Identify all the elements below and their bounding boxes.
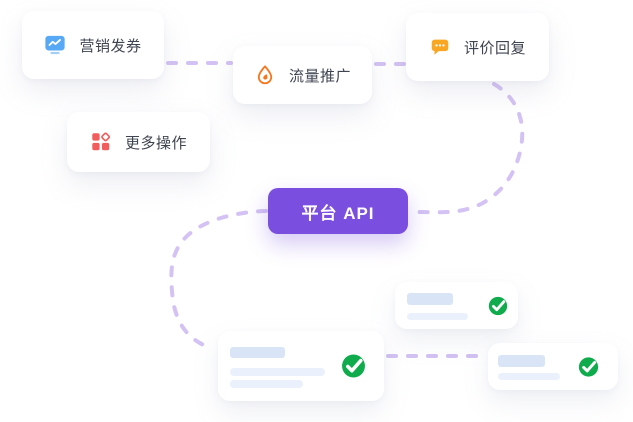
feature-card-label: 营销发券	[79, 37, 142, 55]
connector-api-result	[169, 209, 268, 351]
feature-card-label: 更多操作	[124, 134, 187, 152]
chat-dots-icon	[429, 36, 451, 58]
connector-review-api	[410, 82, 525, 215]
skeleton-line	[230, 347, 285, 358]
platform-api-button[interactable]: 平台 API	[268, 188, 408, 234]
skeleton-line	[230, 368, 325, 376]
skeleton-line	[230, 380, 303, 388]
grid-diamond-icon	[90, 131, 112, 153]
skeleton-line	[498, 373, 560, 380]
result-card-top	[395, 282, 518, 329]
feature-card-label: 流量推广	[288, 67, 351, 85]
result-card-left	[218, 331, 384, 401]
check-circle-icon	[578, 356, 599, 377]
skeleton-line	[407, 313, 468, 320]
skeleton-line	[498, 355, 545, 367]
monitor-chart-icon	[44, 34, 66, 56]
feature-card-traffic[interactable]: 流量推广	[233, 46, 372, 104]
feature-card-label: 评价回复	[463, 39, 526, 57]
feature-card-review[interactable]: 评价回复	[406, 13, 549, 81]
feature-card-marketing[interactable]: 营销发券	[22, 11, 164, 79]
feature-card-more[interactable]: 更多操作	[67, 112, 210, 172]
skeleton-line	[407, 293, 453, 305]
check-circle-icon	[488, 296, 508, 316]
result-card-right	[488, 343, 618, 390]
check-circle-icon	[341, 354, 366, 379]
droplet-icon	[254, 64, 276, 86]
